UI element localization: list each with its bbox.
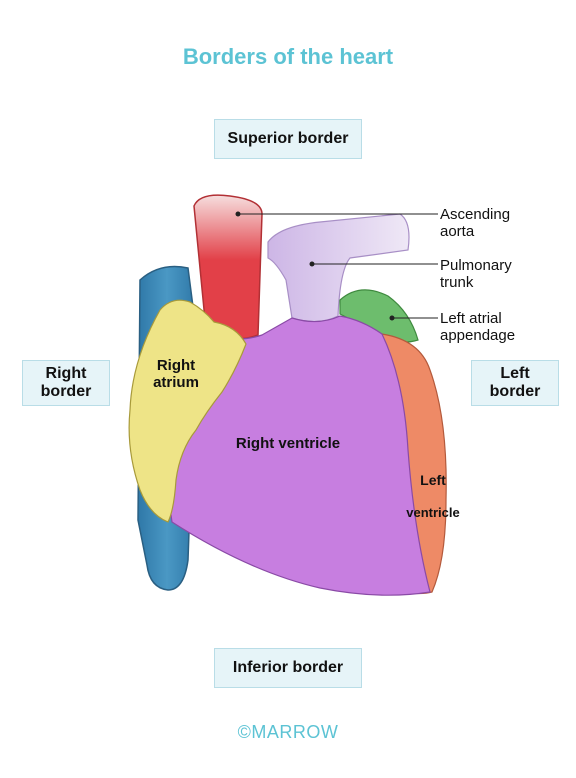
appendage-leader-dot [389,315,395,321]
pulmonary-trunk-label: Pulmonary trunk [440,257,512,292]
right-ventricle-label: Right ventricle [235,435,341,452]
pulmonary-leader-dot [309,261,315,267]
pulmonary-trunk-shape [267,213,410,323]
left-border-label: Left border [471,360,559,406]
left-atrial-appendage-label: Left atrial appendage [440,310,516,345]
diagram-title: Borders of the heart [182,44,394,69]
aorta-leader-dot [235,211,241,217]
superior-border-label: Superior border [214,119,362,159]
right-atrium-shape [128,299,247,523]
ascending-aorta-label: Ascending aorta [440,206,511,241]
left-ventricle-label: Left ventricle [400,456,466,521]
marrow-logo: ©MARROW [237,722,339,742]
right-atrium-label: Right atrium [153,357,199,392]
left-ventricle-label-line2: ventricle [406,505,460,521]
left-ventricle-label-line1: Left [420,472,446,489]
inferior-border-label: Inferior border [214,648,362,688]
right-border-label: Right border [22,360,110,406]
